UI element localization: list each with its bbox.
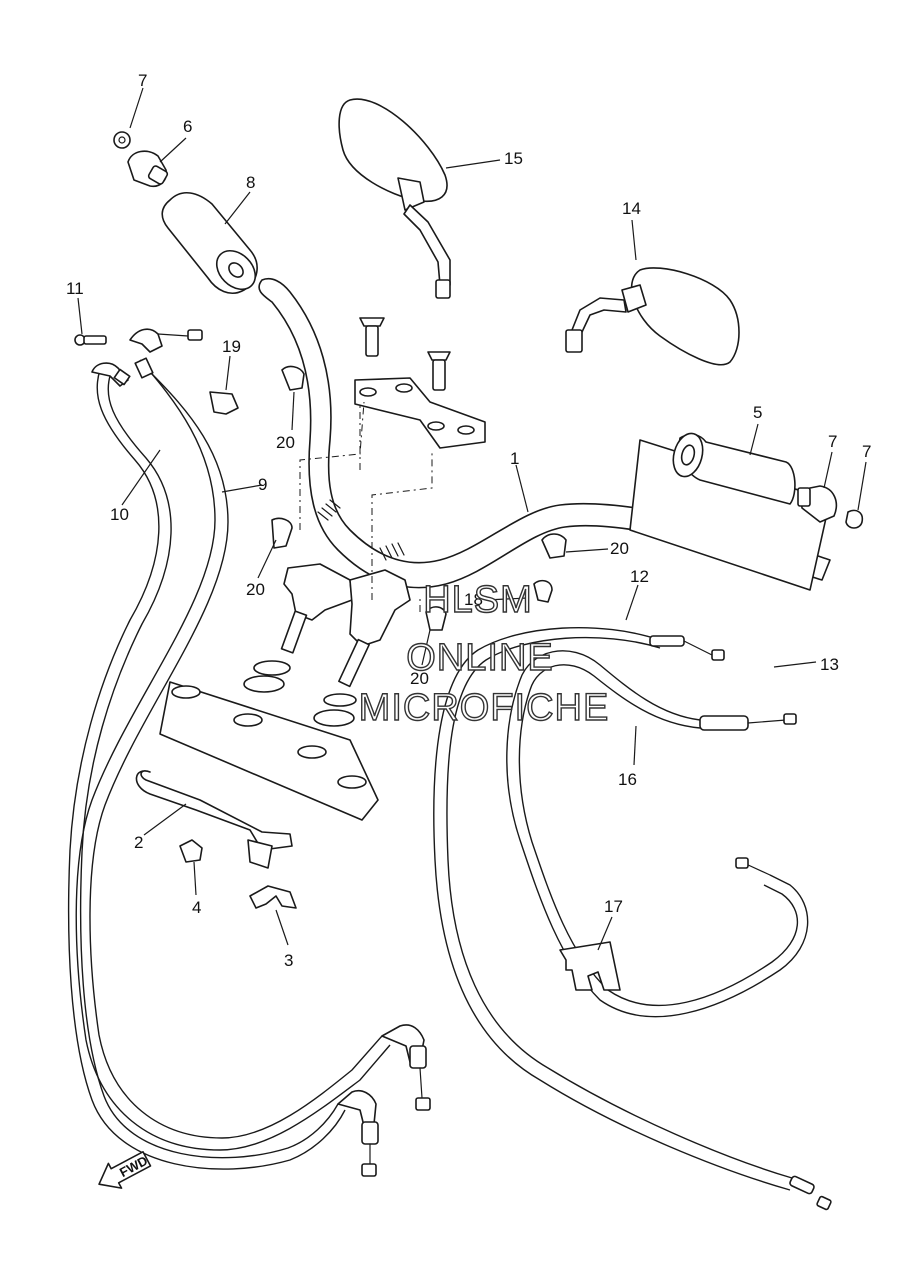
callout-15: 15 [504,149,523,168]
throttle-cable-9 [75,359,391,1151]
callout-20-lower: 20 [410,669,429,688]
callout-18: 18 [464,590,483,609]
callout-7-right: 7 [862,442,871,461]
callout-20-mid: 20 [246,580,265,599]
callout-6-left: 6 [183,117,192,136]
fwd-arrow-icon: FWD [98,1150,152,1189]
watermark-line-3: MICROFICHE [359,687,610,729]
holder-bolts [359,317,451,391]
callout-12: 12 [630,567,649,586]
watermark-line-2: ONLINE [406,637,553,679]
throttle-cable-10 [67,369,346,1170]
callout-6-right: 7 [828,432,837,451]
callout-13: 13 [820,655,839,674]
leader-lines [77,87,867,951]
left-end-cap [113,131,131,149]
callout-17: 17 [604,897,623,916]
cable-lower-fittings [337,1024,431,1177]
right-mirror [565,267,740,366]
right-end-cap [845,509,864,529]
left-end-weight [127,150,169,188]
clutch-cable-16 [506,650,809,1018]
callout-10: 10 [110,505,129,524]
callout-16: 16 [618,770,637,789]
upper-handlebar-holder [354,377,486,449]
callout-1: 1 [510,449,519,468]
callout-8: 8 [246,173,255,192]
cable-clamp-17 [559,941,621,991]
nut-4 [179,839,203,863]
callout-11: 11 [66,279,84,298]
lower-holders [280,563,411,688]
damper-rubbers [243,660,357,727]
handlebar-knurl [317,499,405,561]
watermark-line-1: HLSM [423,579,533,621]
bolt-11 [74,334,107,346]
left-mirror [338,98,451,299]
callout-19: 19 [222,337,241,356]
cable-clamp-3 [249,885,297,909]
callout-3: 3 [284,951,293,970]
callout-9: 9 [258,475,267,494]
fwd-label: FWD [117,1153,150,1180]
callout-20-right: 20 [610,539,629,558]
callout-7-left: 7 [138,71,147,90]
right-end-weight [797,485,838,523]
clutch-cable-12 [433,626,832,1211]
watermark: HLSM ONLINE MICROFICHE [358,578,610,729]
cable-clips [209,365,567,631]
callout-2: 2 [134,833,143,852]
callout-20-upper: 20 [276,433,295,452]
cable-upper-fittings [91,328,203,387]
assembly-lines [299,401,433,612]
left-grip [161,192,258,294]
callout-5: 5 [753,403,762,422]
callout-14: 14 [622,199,641,218]
callout-numbers: 7 6 8 11 19 20 10 9 1 15 14 5 7 7 20 20 … [66,71,871,970]
lower-bracket [159,681,379,821]
right-grip [629,432,831,591]
cable-guide-bracket [135,770,293,869]
callout-4: 4 [192,898,201,917]
